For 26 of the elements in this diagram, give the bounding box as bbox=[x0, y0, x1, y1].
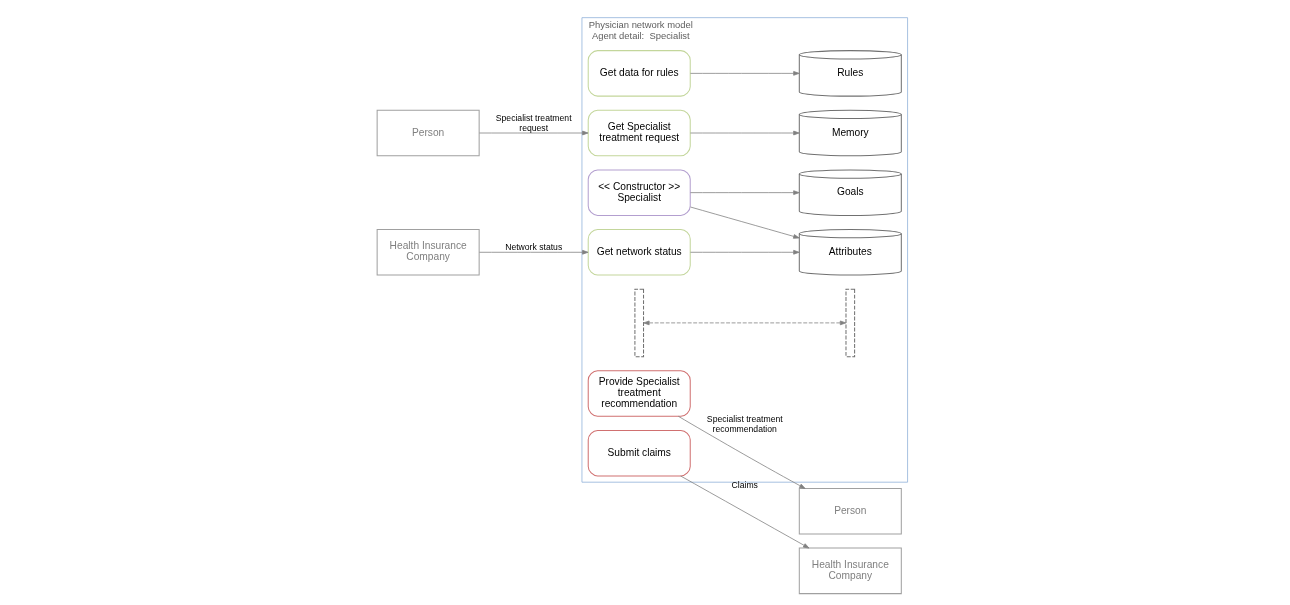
node-bracket bbox=[633, 288, 644, 358]
edge-label: Specialist treatment request bbox=[495, 113, 572, 133]
node-box: Submit claims bbox=[587, 429, 691, 477]
node-bracket bbox=[845, 288, 855, 358]
node-box: Get Specialist treatment request bbox=[587, 109, 691, 157]
node-box: Get data for rules bbox=[587, 50, 691, 97]
arrow bbox=[689, 71, 800, 76]
node-box: Person bbox=[798, 487, 902, 535]
arrow bbox=[689, 249, 800, 255]
arrow bbox=[642, 320, 846, 326]
arrow bbox=[689, 190, 800, 195]
node-box: Provide Specialist treatment recommendation bbox=[587, 370, 691, 417]
arrow bbox=[478, 249, 588, 255]
edge-label: Network status bbox=[504, 241, 562, 252]
edge-label: Specialist treatment recommendation bbox=[706, 414, 783, 434]
node-box: << Constructor >> Specialist bbox=[587, 169, 691, 216]
node-box: Get network status bbox=[587, 229, 691, 276]
edge-label: Claims bbox=[731, 480, 758, 491]
arrow bbox=[478, 130, 588, 136]
arrow bbox=[677, 415, 805, 489]
node-box: Person bbox=[376, 109, 480, 157]
arrow bbox=[689, 206, 800, 239]
arrow bbox=[679, 475, 809, 549]
arrow bbox=[689, 130, 800, 136]
node-box: Health Insurance Company bbox=[376, 229, 480, 276]
node-box: Health Insurance Company bbox=[798, 547, 902, 595]
